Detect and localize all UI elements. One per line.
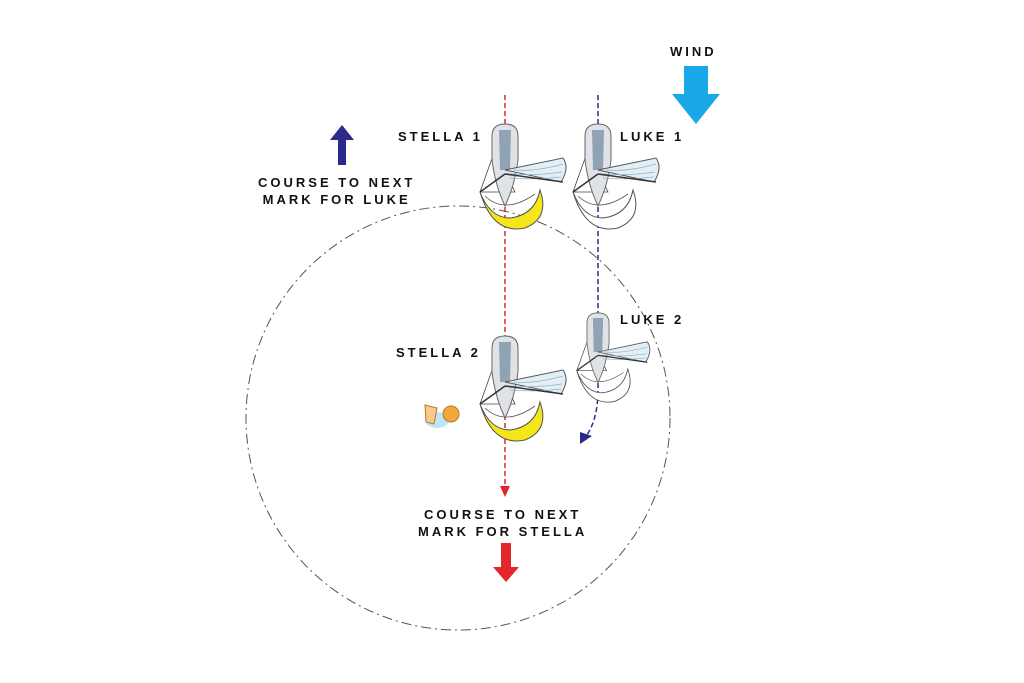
wind-label: WIND [670,44,717,59]
course-stella-label: COURSE TO NEXT MARK FOR STELLA [418,506,587,540]
zone-circle [245,205,671,631]
course-luke-label: COURSE TO NEXT MARK FOR LUKE [258,174,415,208]
course-luke-line-1: COURSE TO NEXT [258,175,416,190]
stella-course-arrowhead [500,486,510,497]
luke-1-label: LUKE 1 [620,129,685,144]
wind-arrow-icon [672,66,720,124]
stella-2-label: STELLA 2 [396,345,481,360]
stella-course-arrow-icon [493,543,519,582]
course-stella-line-2: MARK FOR STELLA [418,524,588,539]
course-luke-line-2: MARK FOR LUKE [262,192,411,207]
stella-1-label: STELLA 1 [398,129,483,144]
boat-stella-1 [479,123,567,230]
luke-2-label: LUKE 2 [620,312,685,327]
luke-course-line [584,95,599,439]
course-stella-line-1: COURSE TO NEXT [423,507,582,522]
luke-course-arrow-icon [330,125,354,165]
boat-stella-2 [479,335,567,442]
mark-buoy-icon [424,404,460,428]
luke-course-arrowhead [580,432,592,444]
